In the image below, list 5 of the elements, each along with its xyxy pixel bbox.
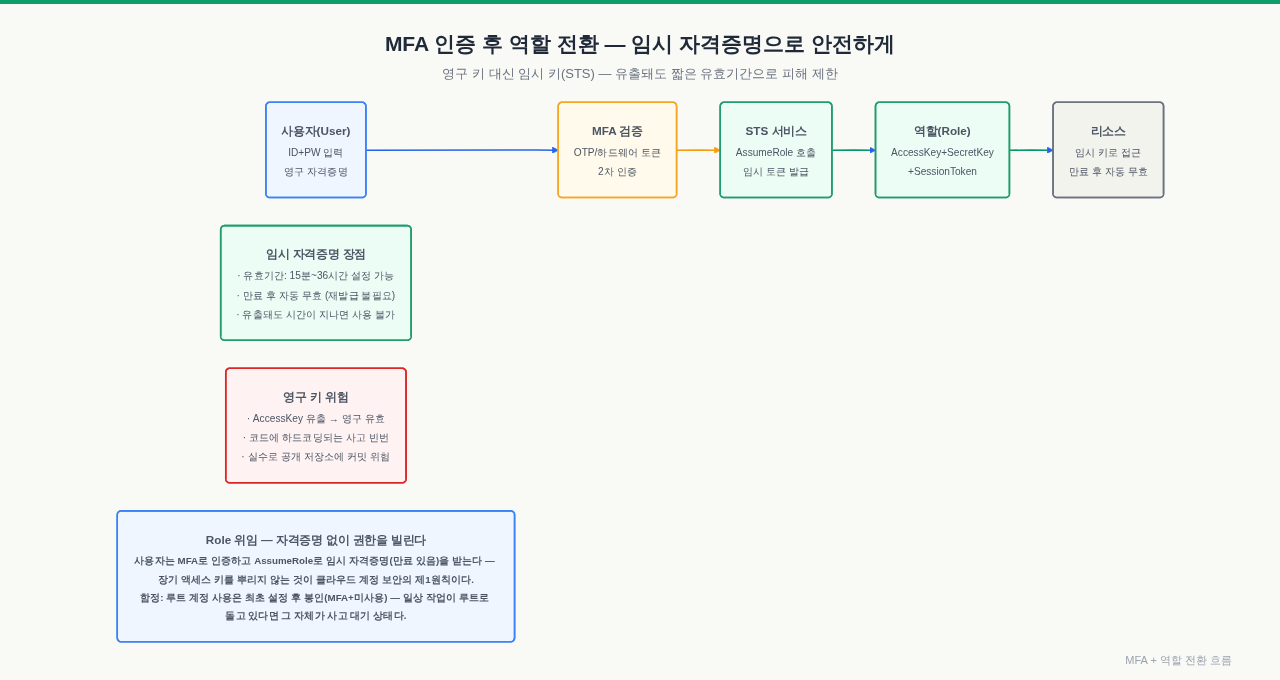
diagram-title: MFA 인증 후 역할 전환 — 임시 자격증명으로 안전하게: [383, 31, 897, 57]
arrow: [831, 146, 876, 154]
flow-diagram: 사용자(User) ID+PW 입력 영구 자격증명 MFA 검증 OTP/하드웨어 토큰 2차 인증 STS 서비스 AssumeRole 호출 임시 토큰 발급 역할(Role) AccessKey+SecretKey +SessionToken 리소스 임시 키로 접근 만료 후 자동 무효 임시 자격증명 장점 · 유효기간: 15분~36시간 설정 가능 · 만료 후 자동 무효 (재발급 불필요) · 유출돼도 시간이 지나면 사용 불가 영구 키 위험 · AccessKey 유출 → 영구 유효 · 코드에 하드코딩되는 사고 빈번 · 실수로 공개 저장소에 커밋 위험 Role 위임 — 자격증명 없이 권한을 빌린다 사용자는 MFA로 인증하고 AssumeRole로 임시 자격증명(만료 있음)을 받는다 — 장기 액세스 키를 뿌리지 않는 것이 클라우드 계정 보안의 제1원칙이다. 함정: 루트 계정 사용은 최초 설정 후 봉인(MFA+미사용) — 일상 작업이 루트로 돌고 있다면 그 자체가 사고 대기 상태다.: [110, 96, 1170, 648]
caption: MFA + 역할 전환 흐름: [1125, 653, 1232, 668]
subtitle: 영구 키 대신 임시 키(STS) — 유출돼도 짧은 유효기간으로 피해 제한: [442, 65, 838, 83]
